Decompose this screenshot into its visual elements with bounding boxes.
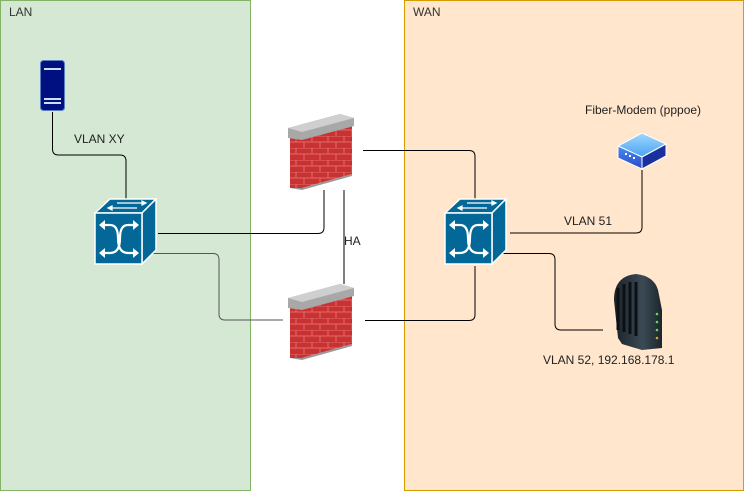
link-server-switch[interactable] [52,112,127,200]
lan-switch[interactable] [92,197,160,273]
firewall-icon [288,284,354,360]
link-lanswitch-fwtop[interactable] [158,190,325,234]
ha-label: HA [344,234,361,248]
link-fwtop-wanswitch[interactable] [363,150,476,201]
vlan-51-label: VLAN 51 [564,214,613,228]
lan-zone-label: LAN [9,5,33,19]
server-icon [40,60,65,111]
firewall-top[interactable] [288,112,356,197]
modem-box-icon [616,132,668,170]
cable-modem-icon [614,274,662,350]
fiber-modem[interactable] [616,130,668,175]
firewall-bottom[interactable] [288,282,356,367]
wan-switch[interactable] [442,197,510,273]
vlan-xy-label: VLAN XY [74,132,125,146]
wan-zone-label: WAN [413,5,441,19]
lan-server[interactable] [40,60,66,117]
firewall-icon [288,114,354,190]
link-lanswitch-fwbottom[interactable] [150,253,283,321]
link-fwbottom-wanswitch[interactable] [365,266,476,321]
fiber-modem-label: Fiber-Modem (pppoe) [585,103,702,117]
switch-icon [93,197,158,266]
link-wanswitch-cablemodem[interactable] [502,253,603,331]
link-wanswitch-fiber[interactable] [510,170,643,234]
cable-modem[interactable] [606,270,668,357]
switch-icon [443,197,508,266]
cable-modem-label: VLAN 52, 192.168.178.1 [543,353,675,367]
